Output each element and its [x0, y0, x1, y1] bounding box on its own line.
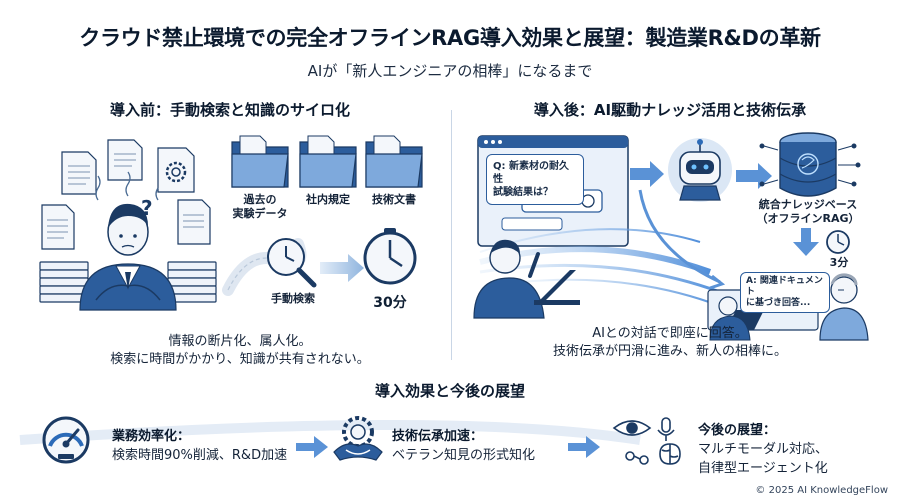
arrow-icon — [320, 254, 364, 282]
folder-label-line: 過去の — [243, 193, 277, 206]
gear-icon — [165, 161, 187, 183]
clock-search-icon — [267, 238, 317, 288]
effect-desc: ベテラン知見の形式知化 — [392, 448, 536, 463]
folder-label-line: 実験データ — [232, 207, 288, 220]
answer-bubble-line: A: 関連ドキュメント — [746, 276, 823, 297]
speedometer-icon — [42, 416, 90, 464]
after-caption-line: AIとの対話で即座に回答。 — [592, 326, 748, 341]
page-subtitle: AIが「新人エンジニアの相棒」になるまで — [307, 62, 593, 80]
clock-icon — [826, 230, 850, 254]
time-after-label: 3分 — [829, 256, 849, 269]
after-caption-line: 技術伝承が円滑に進み、新人の相棒に。 — [552, 344, 787, 359]
page-title: クラウド禁止環境での完全オフラインRAG導入効果と展望：製造業R&Dの革新 — [79, 26, 821, 50]
document-lines — [47, 153, 204, 239]
knowledge-base-label: 統合ナレッジベース （オフラインRAG） — [756, 198, 860, 226]
after-caption: AIとの対話で即座に回答。 技術伝承が円滑に進み、新人の相棒に。 — [460, 325, 880, 361]
answer-bubble-line: に基づき回答... — [746, 298, 811, 308]
multimodal-icon — [612, 417, 681, 465]
effect-title: 今後の展望： — [698, 423, 777, 438]
section-divider — [451, 110, 452, 360]
effects-flow-line — [19, 420, 641, 445]
handshake-gears-icon — [333, 416, 383, 461]
folder-label-experiment: 過去の実験データ — [222, 193, 298, 221]
effect-item-knowledge-transfer: 技術伝承加速： ベテラン知見の形式知化 — [392, 425, 572, 463]
answer-bubble: A: 関連ドキュメント に基づき回答... — [740, 272, 830, 313]
arrow-icon — [568, 436, 600, 458]
arrow-icon — [296, 436, 328, 458]
before-heading: 導入前：手動検索と知識のサイロ化 — [109, 101, 350, 119]
folder-label-text: 過去の実験データ — [222, 193, 298, 221]
time-before-label: 30分 — [373, 295, 407, 311]
effect-desc-line: 自律型エージェント化 — [698, 461, 828, 476]
question-bubble-line: 試験結果は？ — [493, 187, 553, 198]
effect-desc-line: マルチモーダル対応、 — [698, 442, 829, 457]
clock-icon — [363, 228, 417, 285]
effect-title: 業務効率化： — [112, 429, 191, 444]
effect-desc: 検索時間90%削減、R&D加速 — [112, 448, 288, 463]
before-caption-line: 情報の断片化、属人化。 — [168, 334, 312, 349]
worry-lines — [95, 171, 159, 201]
arrow-icon — [736, 163, 772, 189]
question-bubble: Q: 新素材の耐久性 試験結果は？ — [486, 154, 584, 205]
knowledge-base-line: 統合ナレッジベース — [758, 198, 858, 211]
folder-label-docs: 技術文書 — [372, 193, 416, 206]
question-bubble-line: Q: 新素材の耐久性 — [493, 161, 569, 185]
effect-item-future: 今後の展望： マルチモーダル対応、 自律型エージェント化 — [698, 419, 888, 476]
arrow-icon — [793, 228, 819, 256]
before-caption-line: 検索に時間がかかり、知識が共有されない。 — [110, 352, 370, 367]
knowledge-base-line: （オフラインRAG） — [756, 212, 860, 225]
engineer-laptop-icon — [473, 239, 580, 319]
copyright: © 2025 AI KnowledgeFlow — [755, 485, 888, 496]
folder-icon — [231, 135, 423, 188]
question-mark-icon: ? — [141, 196, 153, 220]
arrow-icon — [630, 161, 664, 187]
ai-robot-icon — [668, 138, 732, 202]
worried-engineer-icon — [79, 203, 177, 311]
knowledge-database-icon — [759, 132, 861, 197]
folder-label-rules: 社内規定 — [306, 193, 350, 206]
effect-item-efficiency: 業務効率化： 検索時間90%削減、R&D加速 — [112, 425, 302, 463]
manual-search-label: 手動検索 — [271, 292, 315, 305]
before-caption: 情報の断片化、属人化。 検索に時間がかかり、知識が共有されない。 — [30, 333, 450, 369]
effect-title: 技術伝承加速： — [392, 429, 484, 444]
after-heading: 導入後：AI駆動ナレッジ活用と技術伝承 — [533, 101, 807, 119]
effects-heading: 導入効果と今後の展望 — [374, 382, 525, 400]
